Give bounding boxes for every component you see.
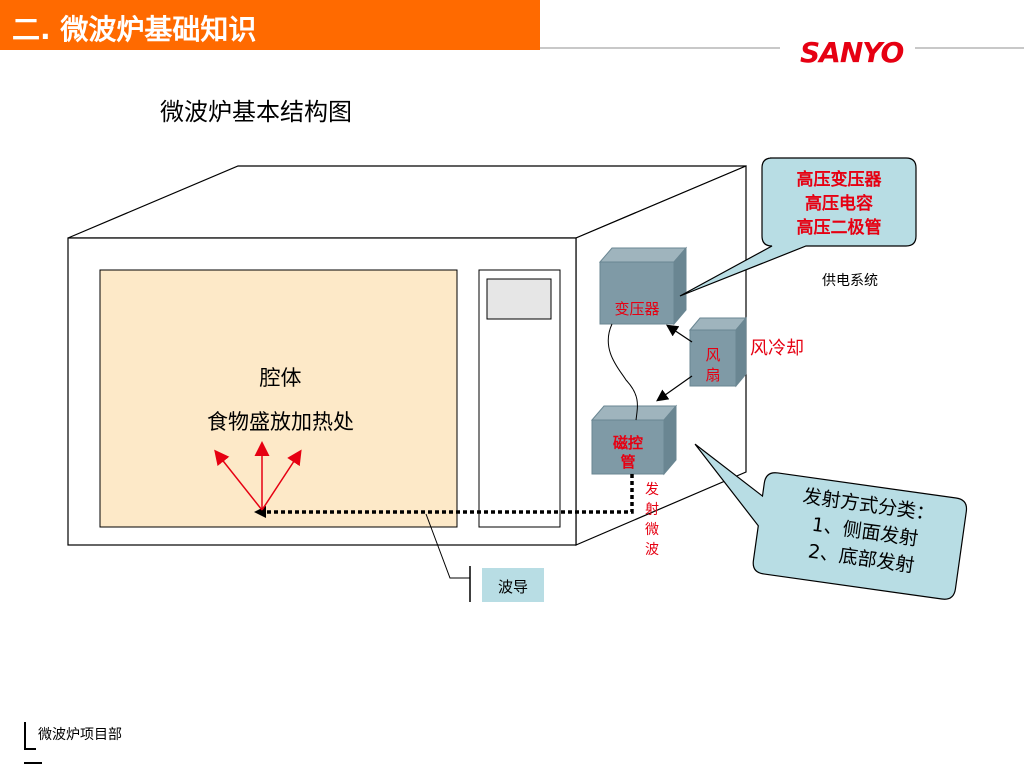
waveguide-label: 波导 [497, 578, 528, 596]
emission-callout-bubble [694, 443, 968, 600]
magnetron-label-1: 磁控 [612, 434, 643, 452]
sanyo-logo: SANYO [800, 36, 904, 69]
power-callout-bubble [679, 157, 917, 297]
page-subtitle: 微波炉基本结构图 [160, 98, 352, 126]
emission-arrow-left [214, 449, 263, 511]
magnetron-label-2: 管 [620, 453, 636, 471]
header-divider-left [540, 47, 780, 49]
footer-bracket [24, 722, 36, 750]
power-callout-line: 高压二极管 [796, 218, 882, 238]
power-callout-line: 高压电容 [805, 194, 873, 214]
transformer-label: 变压器 [614, 300, 660, 318]
power-callout-text: 高压变压器 高压电容 高压二极管 [762, 168, 916, 240]
emit-label-char: 微 [645, 522, 659, 538]
fan-label-1: 风 [705, 346, 721, 364]
fan-front [689, 329, 737, 387]
waveguide-label-box [482, 568, 544, 602]
header-divider-right [915, 47, 1024, 49]
emit-label-char: 波 [645, 542, 659, 558]
fan-arrow-to-transformer [666, 324, 693, 343]
transformer-side [673, 246, 687, 326]
power-wire [607, 323, 638, 421]
transformer-top [598, 247, 688, 263]
magnetron-top [590, 405, 678, 421]
emit-label-char: 射 [645, 502, 659, 518]
waveguide-leader [425, 513, 470, 579]
footer-tick [24, 762, 42, 764]
cavity-label: 腔体 [259, 366, 302, 390]
control-display [486, 278, 552, 320]
emit-label-char: 发 [645, 482, 659, 498]
fan-arrow-to-magnetron [656, 375, 693, 402]
footer-text: 微波炉项目部 [38, 727, 122, 743]
header-title: 二. 微波炉基础知识 [12, 13, 257, 46]
power-callout-line: 高压变压器 [796, 170, 882, 190]
fan-label-2: 扇 [705, 366, 721, 384]
power-system-label: 供电系统 [822, 273, 878, 289]
fan-cooling-label: 风冷却 [750, 338, 804, 359]
header-bar: 二. 微波炉基础知识 [0, 0, 540, 50]
emit-microwave-label: 发 射 微 波 [643, 480, 661, 560]
magnetron-front [591, 419, 665, 475]
emission-arrow-right [261, 449, 302, 511]
cavity-sublabel: 食物盛放加热处 [207, 410, 354, 434]
transformer-front [599, 261, 675, 325]
emission-callout-group [694, 443, 968, 600]
waveguide-path [262, 474, 634, 514]
cavity [99, 269, 458, 528]
fan-side [735, 316, 747, 388]
